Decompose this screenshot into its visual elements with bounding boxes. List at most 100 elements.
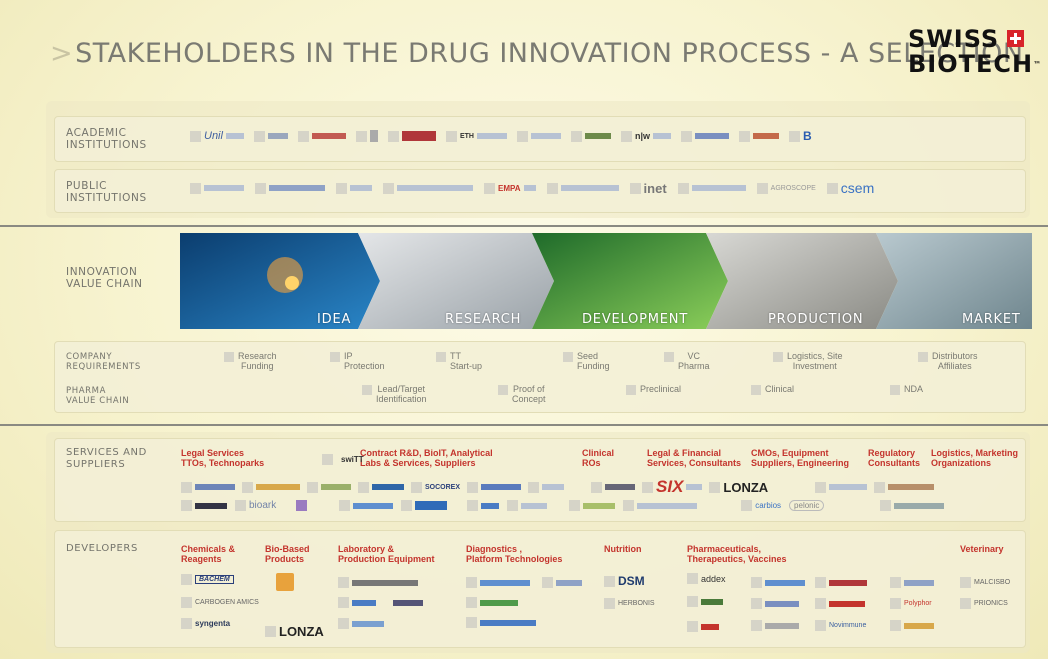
academic-logo: Unil xyxy=(190,130,244,142)
developers-category: Veterinary xyxy=(960,544,1004,554)
developer-logo xyxy=(751,598,799,609)
developer-logo-prionics: PRIONICS xyxy=(960,598,1008,609)
developer-logo xyxy=(466,577,530,588)
supplier-logo xyxy=(569,500,616,511)
developer-logo xyxy=(890,577,934,588)
pharma-item: Preclinical xyxy=(626,384,681,395)
swiss-biotech-logo: SWISS BIOTECH™ xyxy=(908,25,1041,79)
stage-arrow-development xyxy=(532,233,728,329)
developer-logo xyxy=(542,577,582,588)
developers-category: Diagnostics ,Platform Technologies xyxy=(466,544,563,564)
stage-arrow-production xyxy=(706,233,898,329)
innovation-value-chain: IDEA RESEARCH DEVELOPMENT PRODUCTION MAR… xyxy=(180,233,1032,329)
developers-category: Chemicals &Reagents xyxy=(181,544,236,564)
developers-label: DEVELOPERS xyxy=(66,543,138,554)
developers-category: Nutrition xyxy=(604,544,642,554)
company-label: COMPANY REQUIREMENTS xyxy=(66,352,141,372)
public-logo: AGROSCOPE xyxy=(756,182,816,194)
academic-logo xyxy=(387,130,436,142)
logo-line-1: SWISS xyxy=(908,25,1000,53)
developers-category: Laboratory &Production Equipment xyxy=(338,544,435,564)
trademark-mark: ™ xyxy=(1033,60,1043,69)
academic-logo xyxy=(570,130,611,142)
developer-logo xyxy=(815,598,865,609)
pharma-item: NDA xyxy=(890,384,923,395)
pharma-label-l1: PHARMA xyxy=(66,386,106,396)
developer-logo-lonza: LONZA xyxy=(265,624,324,639)
page-title-text: STAKEHOLDERS IN THE DRUG INNOVATION PROC… xyxy=(75,38,1024,69)
innovation-label-l2: VALUE CHAIN xyxy=(66,278,143,290)
supplier-logo xyxy=(528,481,565,493)
swiss-cross-icon xyxy=(1007,30,1024,47)
public-logo: csem xyxy=(826,180,874,196)
academic-logo xyxy=(355,130,378,142)
public-logo: inet xyxy=(629,181,667,196)
public-logo xyxy=(383,182,473,194)
public-label-l2: INSTITUTIONS xyxy=(66,192,147,204)
pharma-label: PHARMA VALUE CHAIN xyxy=(66,386,129,406)
academic-logo: ETH xyxy=(445,130,507,142)
public-logo xyxy=(546,182,619,194)
value-chain-arrows xyxy=(180,233,1032,329)
developer-logo xyxy=(338,597,423,608)
developers-band xyxy=(54,530,1026,648)
developer-logo-syngenta: syngenta xyxy=(181,618,230,629)
supplier-logo: pelonic xyxy=(789,500,825,511)
developer-logo xyxy=(815,577,867,588)
stage-arrow-research xyxy=(358,233,554,329)
innovation-label-l1: INNOVATION xyxy=(66,266,138,278)
supplier-logo xyxy=(358,481,404,493)
public-label-l1: PUBLIC xyxy=(66,180,108,192)
developer-logo xyxy=(466,617,536,628)
page-title: >STAKEHOLDERS IN THE DRUG INNOVATION PRO… xyxy=(50,38,1024,69)
developer-logo-herbonis: HERBONIS xyxy=(604,598,655,609)
developer-logo-novimmune: Novimmune xyxy=(815,620,866,631)
supplier-logo xyxy=(880,500,945,511)
stage-label-development: DEVELOPMENT xyxy=(582,312,689,327)
supplier-logo xyxy=(591,481,636,493)
supplier-logo xyxy=(874,481,935,493)
section-divider-top xyxy=(0,225,1048,227)
requirements-band xyxy=(54,341,1026,413)
services-label-l2: SUPPLIERS xyxy=(66,459,126,470)
logo-line-2-text: BIOTECH xyxy=(908,50,1034,78)
supplier-logo xyxy=(507,500,548,511)
public-logo xyxy=(677,182,746,194)
supplier-logo xyxy=(815,481,868,493)
developer-logo-bachem: BACHEM xyxy=(181,574,234,585)
stage-label-market: MARKET xyxy=(962,312,1021,327)
academic-logo: n|w xyxy=(620,130,671,142)
supplier-logo: carbios xyxy=(741,500,781,511)
services-label-l1: SERVICES AND xyxy=(66,447,147,458)
supplier-logo xyxy=(339,500,394,511)
supplier-logo xyxy=(307,481,351,493)
academic-logo: B xyxy=(788,129,812,143)
stage-label-research: RESEARCH xyxy=(445,312,522,327)
supplier-logo: SOCOREX xyxy=(411,481,460,493)
developer-logo-dsm: DSM xyxy=(604,574,645,588)
services-label: SERVICES AND SUPPLIERS xyxy=(66,447,147,471)
chevron-right-icon: > xyxy=(50,38,74,69)
academic-logo xyxy=(253,130,288,142)
logo-line-2: BIOTECH™ xyxy=(908,52,1041,77)
supplier-logo xyxy=(181,500,227,511)
developers-category: Pharmaceuticals,Therapeutics, Vaccines xyxy=(687,544,787,564)
switt-logo: swiTT xyxy=(322,454,364,465)
public-logo xyxy=(336,182,372,194)
academic-label: ACADEMIC INSTITUTIONS xyxy=(66,127,147,151)
public-label: PUBLIC INSTITUTIONS xyxy=(66,180,147,204)
academic-logo xyxy=(680,130,729,142)
developer-logo xyxy=(890,620,934,631)
academic-logo xyxy=(738,130,779,142)
stage-label-production: PRODUCTION xyxy=(768,312,864,327)
academic-logo xyxy=(516,130,561,142)
supplier-logo: SIX xyxy=(642,477,703,497)
